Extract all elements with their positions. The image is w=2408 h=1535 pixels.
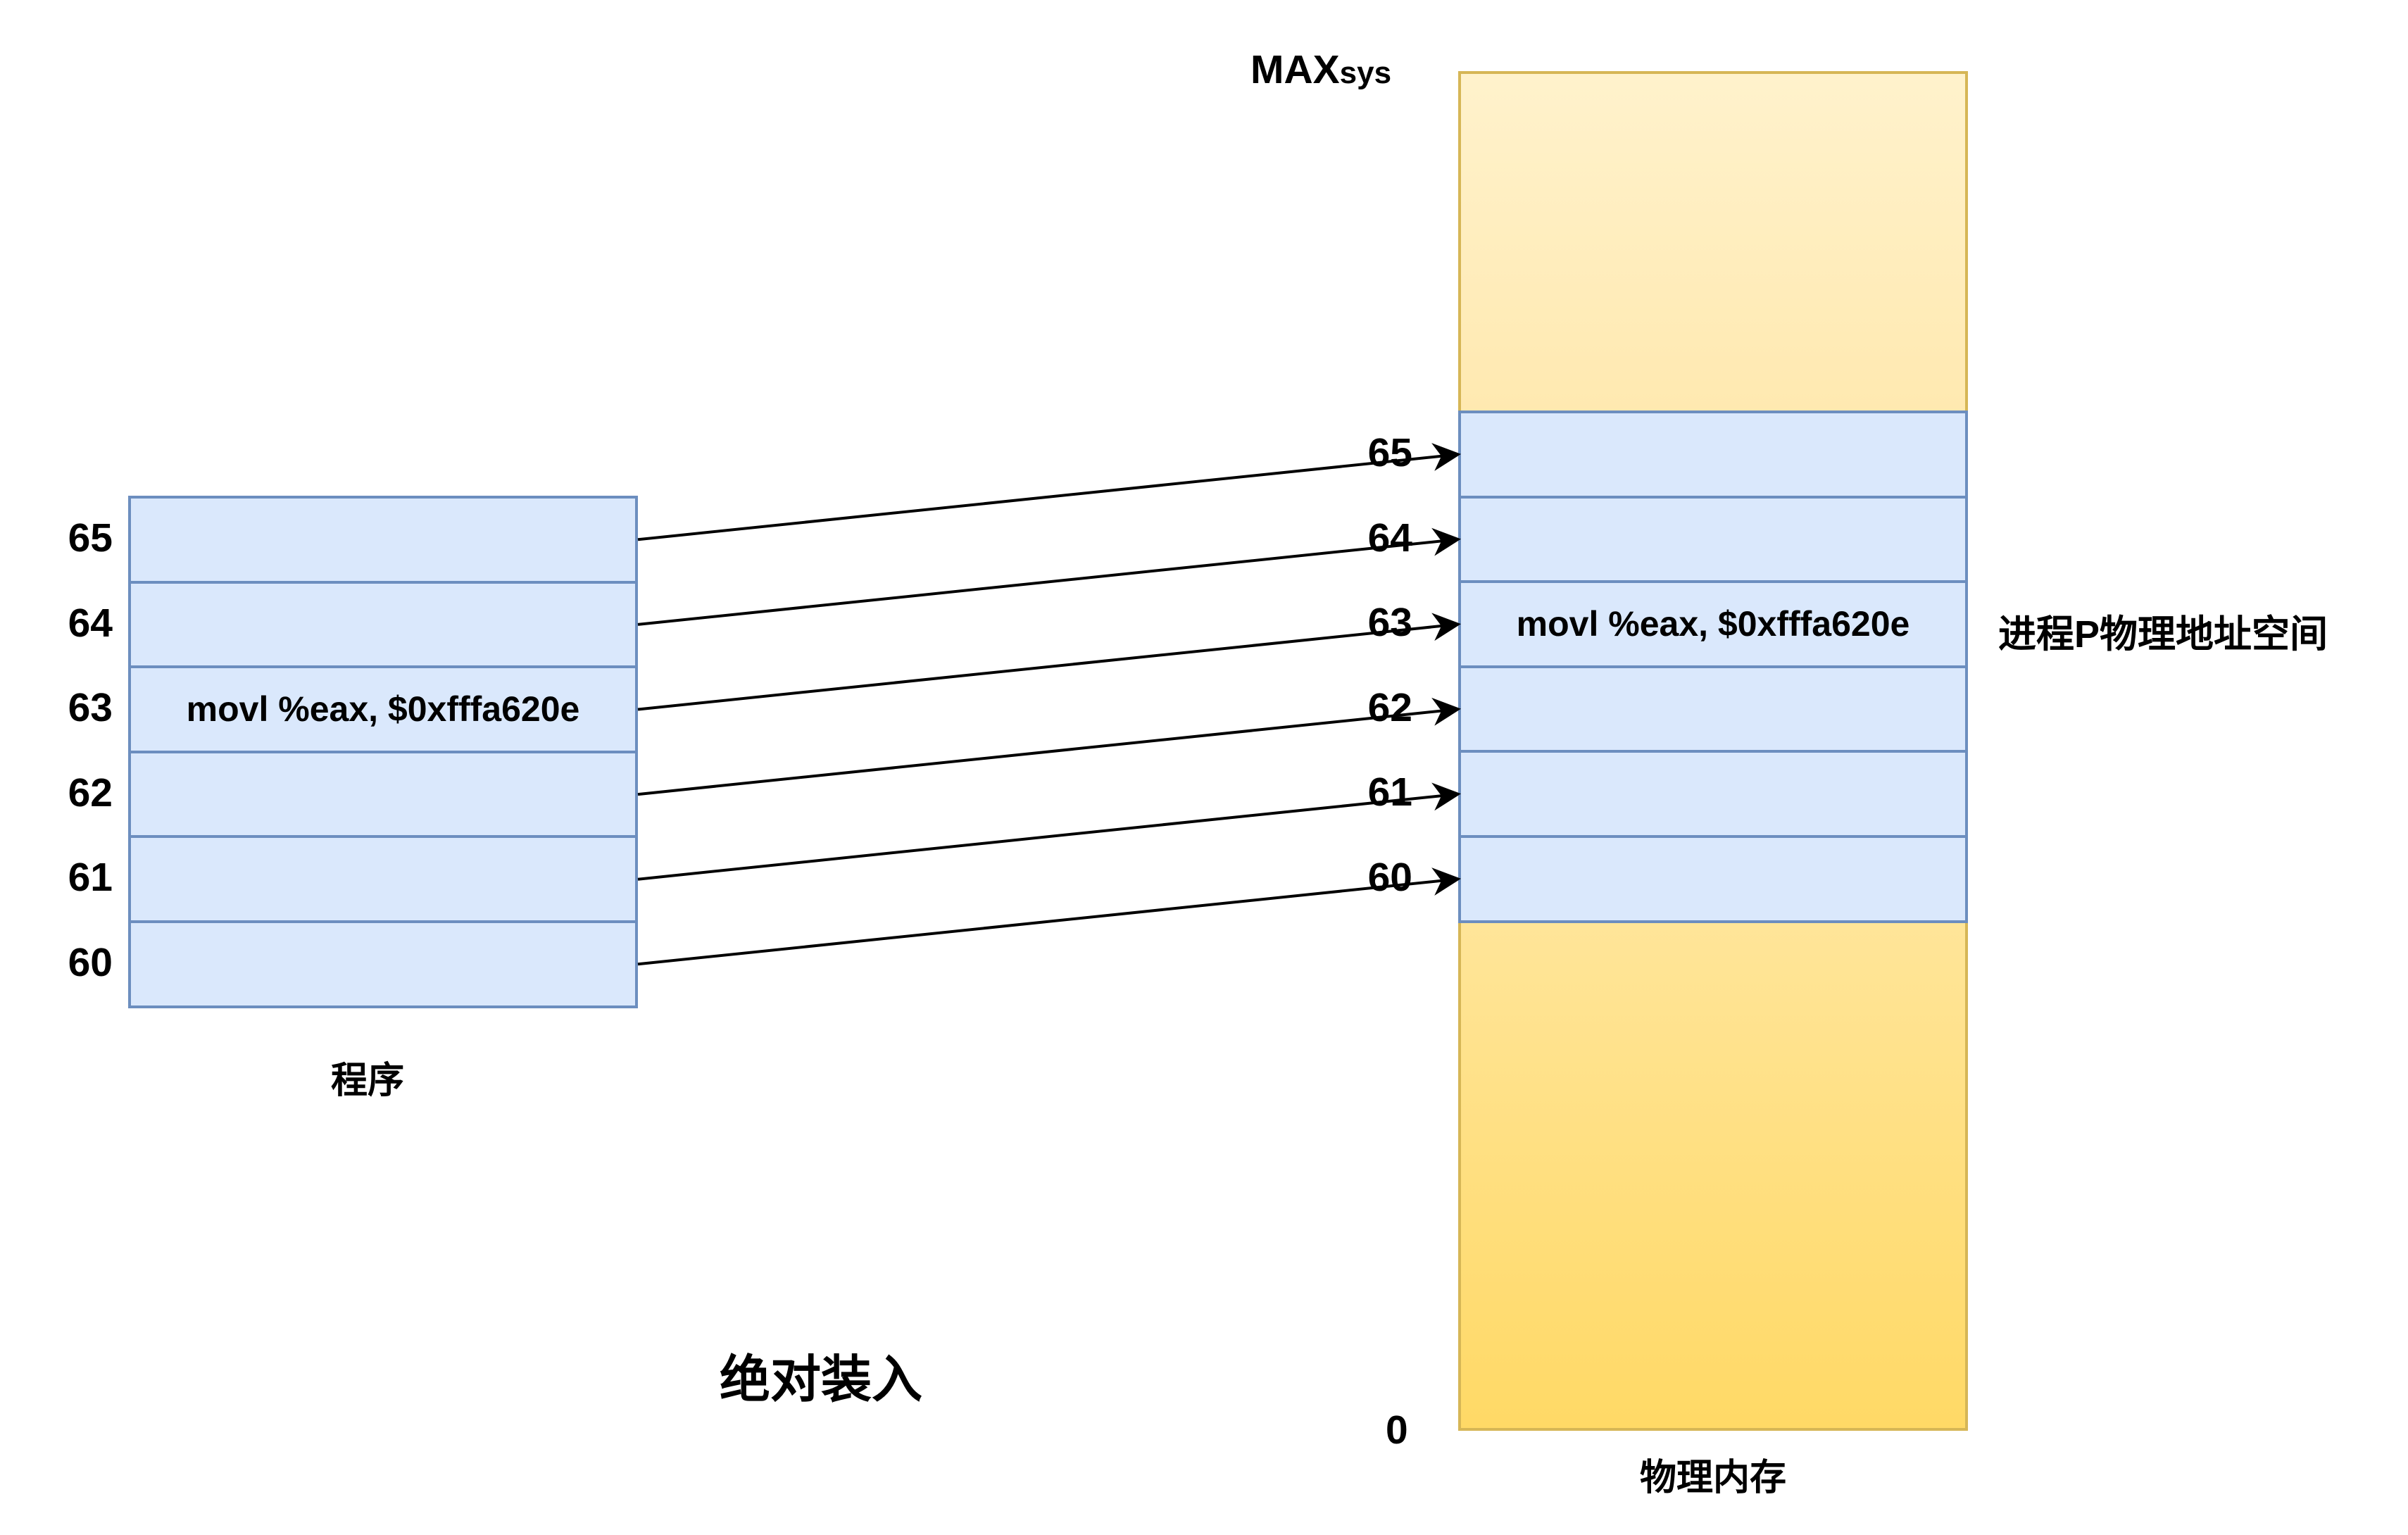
program-cell <box>128 580 638 669</box>
program-cell <box>128 835 638 923</box>
memory-address: 61 <box>1367 770 1412 815</box>
mapping-arrow <box>637 697 1461 796</box>
program-address: 60 <box>68 940 113 985</box>
program-cell: movl %eax, $0xfffa620e <box>128 665 638 753</box>
memory-address: 60 <box>1367 855 1412 900</box>
memory-cell: movl %eax, $0xfffa620e <box>1458 580 1968 668</box>
memory-label: 物理内存 <box>1639 1458 1786 1498</box>
memory-free-upper <box>1458 71 1968 412</box>
zero-label: 0 <box>1386 1408 1408 1453</box>
mapping-arrow <box>637 867 1461 966</box>
program-address: 65 <box>68 515 113 560</box>
max-label: MAX <box>1250 47 1340 92</box>
diagram-title: 绝对装入 <box>719 1352 922 1408</box>
memory-cell <box>1458 411 1968 499</box>
memory-address: 62 <box>1367 684 1412 730</box>
mapping-arrow <box>637 782 1461 881</box>
program-address: 63 <box>68 685 113 731</box>
program-address: 64 <box>68 600 113 646</box>
max-sys-label: MAXsys <box>1250 46 1391 93</box>
mapping-arrow <box>637 527 1461 626</box>
program-label: 程序 <box>330 1060 404 1101</box>
program-cell <box>128 920 638 1008</box>
memory-cell <box>1458 835 1968 923</box>
memory-address: 63 <box>1367 600 1412 646</box>
memory-free-lower <box>1458 920 1968 1431</box>
memory-address: 64 <box>1367 515 1412 560</box>
program-cell <box>128 496 638 584</box>
mapping-arrow <box>637 443 1461 541</box>
memory-cell <box>1458 750 1968 838</box>
region-label: 进程P物理地址空间 <box>1998 613 2328 656</box>
memory-cell <box>1458 495 1968 584</box>
program-address: 61 <box>68 855 113 901</box>
mapping-arrow <box>637 613 1461 711</box>
max-subscript: sys <box>1339 56 1392 90</box>
program-address: 62 <box>68 770 113 815</box>
memory-address: 65 <box>1367 430 1412 475</box>
